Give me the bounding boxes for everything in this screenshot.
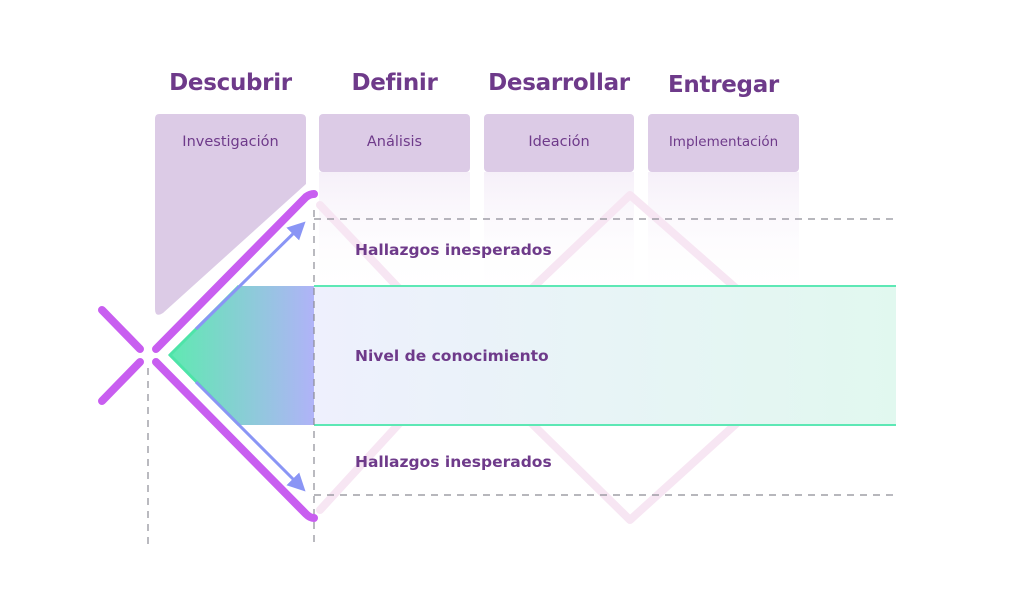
arrow-down-icon bbox=[194, 380, 306, 492]
phase-title-definir: Definir bbox=[351, 70, 438, 96]
arrow-up-icon bbox=[194, 221, 306, 331]
tab-definir bbox=[319, 114, 470, 172]
findings-bottom-label: Hallazgos inesperados bbox=[355, 453, 552, 471]
tab-label-investigacion: Investigación bbox=[182, 134, 279, 150]
phase-title-entregar: Entregar bbox=[668, 72, 779, 98]
phase-title-desarrollar: Desarrollar bbox=[488, 70, 630, 96]
tab-label-analisis: Análisis bbox=[366, 134, 423, 150]
tab-entregar bbox=[648, 114, 799, 172]
tab-descubrir bbox=[155, 114, 306, 315]
tab-label-implementacion: Implementación bbox=[668, 134, 779, 150]
phase-title-descubrir: Descubrir bbox=[169, 70, 292, 96]
dashed-guides bbox=[147, 210, 896, 545]
knowledge-wedge bbox=[168, 286, 314, 425]
tab-desarrollar bbox=[484, 114, 634, 172]
knowledge-band bbox=[314, 286, 896, 425]
diverging-x-lines bbox=[98, 190, 318, 522]
knowledge-band-label: Nivel de conocimiento bbox=[355, 347, 549, 365]
findings-top-label: Hallazgos inesperados bbox=[355, 241, 552, 259]
tab-label-ideacion: Ideación bbox=[528, 134, 590, 150]
column-fade-desarrollar bbox=[484, 172, 634, 302]
